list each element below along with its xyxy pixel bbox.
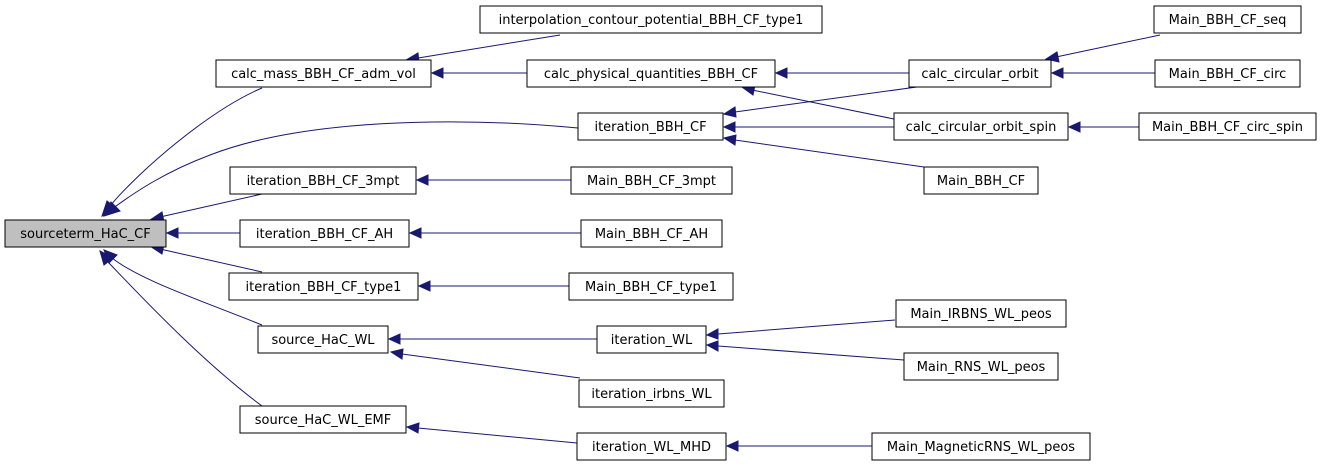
node-label: calc_physical_quantities_BBH_CF xyxy=(544,67,758,82)
node-main-magneticrns-wl-peos[interactable]: Main_MagneticRNS_WL_peos xyxy=(871,432,1091,461)
node-label: iteration_BBH_CF_AH xyxy=(256,227,393,242)
edge-calc-phys-to-calc-mass xyxy=(430,67,527,79)
node-sourceterm-hac-cf[interactable]: sourceterm_HaC_CF xyxy=(4,219,167,248)
edge-iteration-ah-to-root xyxy=(165,227,240,239)
node-main-bbh-cf-circ-spin[interactable]: Main_BBH_CF_circ_spin xyxy=(1138,112,1317,141)
edge-iteration-irbns-to-source-wl xyxy=(389,348,581,379)
edge-main-circ-to-calc-circ xyxy=(1050,67,1155,79)
edge-source-wl-emf-to-root xyxy=(99,249,263,407)
node-iteration-wl[interactable]: iteration_WL xyxy=(596,325,707,354)
edge-main-type1-to-iteration-type1 xyxy=(417,280,569,292)
node-label: Main_MagneticRNS_WL_peos xyxy=(887,440,1075,455)
edge-main-rns-to-iteration-wl xyxy=(705,340,905,361)
node-label: iteration_BBH_CF_3mpt xyxy=(247,174,400,189)
node-label: Main_BBH_CF_circ xyxy=(1169,67,1287,82)
node-main-bbh-cf-seq[interactable]: Main_BBH_CF_seq xyxy=(1153,5,1302,34)
edge-calc-circ-to-iteration xyxy=(722,85,925,118)
node-source-hac-wl-emf[interactable]: source_HaC_WL_EMF xyxy=(239,405,407,434)
node-label: Main_IRBNS_WL_peos xyxy=(910,307,1052,322)
node-iteration-bbh-cf-type1[interactable]: iteration_BBH_CF_type1 xyxy=(228,272,419,301)
node-main-rns-wl-peos[interactable]: Main_RNS_WL_peos xyxy=(903,352,1059,381)
node-label: Main_BBH_CF_3mpt xyxy=(587,174,716,189)
node-label: Main_BBH_CF_AH xyxy=(595,227,708,242)
node-iteration-irbns-wl[interactable]: iteration_irbns_WL xyxy=(578,379,725,408)
node-label: Main_BBH_CF_circ_spin xyxy=(1152,120,1303,135)
node-calc-circular-orbit[interactable]: calc_circular_orbit xyxy=(908,59,1052,88)
node-main-bbh-cf-type1[interactable]: Main_BBH_CF_type1 xyxy=(568,272,734,301)
node-label: iteration_WL xyxy=(611,333,693,348)
edge-main-bbh-cf-to-iteration xyxy=(722,134,925,168)
node-label: Main_BBH_CF_type1 xyxy=(585,280,717,295)
node-main-bbh-cf-circ[interactable]: Main_BBH_CF_circ xyxy=(1154,59,1301,88)
node-label: sourceterm_HaC_CF xyxy=(20,227,150,242)
edge-iteration-3mpt-to-root xyxy=(148,193,263,223)
node-iteration-wl-mhd[interactable]: iteration_WL_MHD xyxy=(576,432,727,461)
edge-calc-mass-to-root xyxy=(101,87,263,217)
node-calc-mass-bbh-cf-adm-vol[interactable]: calc_mass_BBH_CF_adm_vol xyxy=(215,59,432,88)
node-label: Main_BBH_CF xyxy=(937,174,1025,189)
node-iteration-bbh-cf[interactable]: iteration_BBH_CF xyxy=(577,112,724,141)
node-main-bbh-cf-ah[interactable]: Main_BBH_CF_AH xyxy=(580,219,723,248)
node-label: interpolation_contour_potential_BBH_CF_t… xyxy=(499,13,804,28)
node-label: calc_circular_orbit_spin xyxy=(906,120,1057,135)
node-label: Main_RNS_WL_peos xyxy=(917,360,1046,375)
edge-calc-circ-to-calc-phys xyxy=(774,67,909,79)
edge-main-seq-to-calc-circ xyxy=(1044,34,1161,63)
edge-iteration-wl-mhd-to-source-wl-emf xyxy=(405,422,578,444)
node-label: source_HaC_WL_EMF xyxy=(255,413,392,428)
node-main-bbh-cf-3mpt[interactable]: Main_BBH_CF_3mpt xyxy=(570,166,733,195)
node-main-bbh-cf[interactable]: Main_BBH_CF xyxy=(923,166,1039,195)
edge-main-3mpt-to-iteration-3mpt xyxy=(415,174,571,186)
edge-iteration-to-root xyxy=(103,121,579,217)
node-label: source_HaC_WL xyxy=(271,333,375,348)
node-source-hac-wl[interactable]: source_HaC_WL xyxy=(257,325,389,354)
node-label: calc_circular_orbit xyxy=(921,67,1038,82)
edge-iteration-type1-to-root xyxy=(148,243,263,273)
node-label: iteration_BBH_CF_type1 xyxy=(246,280,402,295)
edge-main-irbns-to-iteration-wl xyxy=(705,319,896,340)
edge-calc-circ-spin-to-iteration xyxy=(722,121,894,133)
edge-iteration-wl-to-source-wl xyxy=(387,333,597,345)
node-label: calc_mass_BBH_CF_adm_vol xyxy=(231,67,416,82)
node-calc-physical-quantities[interactable]: calc_physical_quantities_BBH_CF xyxy=(526,59,776,88)
node-iteration-bbh-cf-ah[interactable]: iteration_BBH_CF_AH xyxy=(239,219,410,248)
node-calc-circular-orbit-spin[interactable]: calc_circular_orbit_spin xyxy=(893,112,1069,141)
node-label: Main_BBH_CF_seq xyxy=(1169,13,1287,28)
nodes: sourceterm_HaC_CF calc_mass_BBH_CF_adm_v… xyxy=(4,5,1317,461)
node-interpolation-contour-potential[interactable]: interpolation_contour_potential_BBH_CF_t… xyxy=(479,5,823,34)
node-label: iteration_BBH_CF xyxy=(594,120,706,135)
edge-interp-to-calc-mass xyxy=(404,34,561,64)
edge-main-magnetic-to-iteration-wl-mhd xyxy=(725,440,872,452)
node-label: iteration_WL_MHD xyxy=(592,440,711,455)
edge-main-circ-spin-to-calc-circ-spin xyxy=(1067,121,1139,133)
edge-main-ah-to-iteration-ah xyxy=(408,227,581,239)
node-label: iteration_irbns_WL xyxy=(591,387,712,402)
edge-calc-circ-spin-to-calc-phys xyxy=(740,84,895,120)
node-iteration-bbh-cf-3mpt[interactable]: iteration_BBH_CF_3mpt xyxy=(229,166,417,195)
node-main-irbns-wl-peos[interactable]: Main_IRBNS_WL_peos xyxy=(895,299,1067,328)
